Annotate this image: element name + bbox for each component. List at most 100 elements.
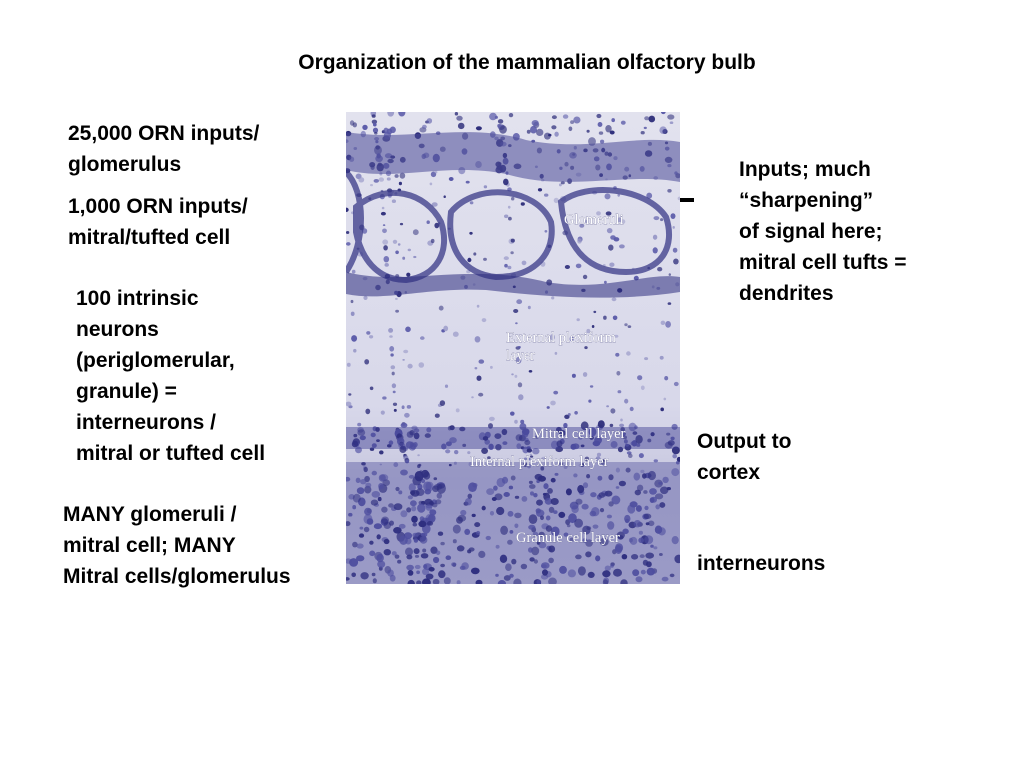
stained-cell bbox=[483, 185, 488, 189]
stained-cell bbox=[526, 448, 533, 453]
stained-cell bbox=[369, 386, 374, 391]
stained-cell bbox=[544, 497, 553, 505]
annotation-line: mitral cell tufts = bbox=[739, 251, 907, 274]
stained-cell bbox=[559, 565, 567, 574]
stained-cell bbox=[352, 122, 357, 128]
stained-cell bbox=[350, 299, 354, 304]
stained-cell bbox=[488, 423, 493, 429]
stained-cell bbox=[389, 574, 396, 582]
stained-cell bbox=[660, 407, 664, 412]
stained-cell bbox=[550, 477, 556, 483]
stained-cell bbox=[672, 226, 675, 229]
stained-cell bbox=[346, 476, 351, 482]
stained-cell bbox=[436, 492, 442, 499]
stained-cell bbox=[413, 548, 420, 555]
stained-cell bbox=[590, 492, 597, 498]
stained-cell bbox=[434, 222, 440, 229]
stained-cell bbox=[413, 428, 420, 433]
stained-cell bbox=[619, 244, 625, 249]
stained-cell bbox=[349, 558, 359, 567]
stained-cell bbox=[413, 442, 418, 448]
stained-cell bbox=[420, 553, 429, 559]
stained-cell bbox=[407, 570, 414, 576]
stained-cell bbox=[405, 547, 413, 556]
stained-cell bbox=[405, 326, 411, 333]
stained-cell bbox=[394, 174, 399, 178]
stained-cell bbox=[393, 408, 397, 412]
stained-cell bbox=[614, 545, 623, 554]
stained-cell bbox=[660, 218, 664, 222]
stained-cell bbox=[389, 346, 395, 352]
stained-cell bbox=[346, 362, 351, 367]
stained-cell bbox=[376, 534, 381, 540]
stained-cell bbox=[511, 373, 514, 376]
stained-cell bbox=[569, 537, 575, 542]
stained-cell bbox=[604, 565, 611, 571]
stained-cell bbox=[642, 559, 649, 566]
stained-cell bbox=[425, 514, 434, 523]
stained-cell bbox=[615, 467, 620, 473]
stained-cell bbox=[553, 197, 559, 204]
stained-cell bbox=[507, 265, 512, 270]
stained-cell bbox=[419, 536, 428, 544]
stained-cell bbox=[550, 498, 559, 505]
stained-cell bbox=[489, 112, 497, 121]
stained-cell bbox=[374, 131, 378, 135]
stained-cell bbox=[577, 485, 585, 494]
stained-cell bbox=[674, 554, 680, 564]
stained-cell bbox=[540, 466, 545, 471]
stained-cell bbox=[358, 533, 365, 538]
stained-cell bbox=[476, 375, 482, 381]
stained-cell bbox=[620, 579, 628, 584]
stained-cell bbox=[364, 507, 372, 516]
stained-cell bbox=[406, 554, 413, 560]
stained-cell bbox=[379, 463, 382, 466]
stained-cell bbox=[363, 526, 370, 533]
stained-cell bbox=[526, 129, 531, 134]
stained-cell bbox=[414, 564, 421, 570]
label-internal-plexiform-layer: Internal plexiform layer bbox=[470, 454, 609, 470]
stained-cell bbox=[536, 128, 544, 136]
stained-cell bbox=[636, 484, 644, 492]
stained-cell bbox=[668, 273, 671, 276]
stained-cell bbox=[398, 523, 406, 529]
stained-cell bbox=[548, 133, 552, 137]
stained-cell bbox=[616, 531, 625, 539]
stained-cell bbox=[620, 427, 625, 432]
stained-cell bbox=[559, 462, 564, 466]
stained-cell bbox=[621, 430, 626, 436]
stained-cell bbox=[582, 538, 588, 543]
stained-cell bbox=[438, 305, 444, 311]
stained-cell bbox=[666, 432, 671, 436]
stained-cell bbox=[662, 476, 669, 484]
stained-cell bbox=[490, 365, 493, 369]
stained-cell bbox=[643, 490, 648, 494]
stained-cell bbox=[607, 521, 615, 530]
stained-cell bbox=[373, 523, 382, 530]
stained-cell bbox=[582, 372, 588, 377]
stained-cell bbox=[493, 485, 498, 491]
stained-cell bbox=[388, 328, 394, 333]
stained-cell bbox=[615, 486, 620, 489]
stained-cell bbox=[635, 576, 643, 583]
stained-cell bbox=[510, 238, 515, 243]
stained-cell bbox=[431, 202, 438, 207]
stained-cell bbox=[620, 120, 626, 125]
stained-cell bbox=[507, 205, 511, 209]
stained-cell bbox=[520, 419, 525, 424]
stained-cell bbox=[606, 228, 613, 234]
stained-cell bbox=[406, 272, 411, 277]
stained-cell bbox=[501, 476, 509, 484]
stained-cell bbox=[400, 422, 408, 428]
stained-cell bbox=[501, 428, 508, 436]
stained-cell bbox=[422, 578, 431, 584]
stained-cell bbox=[478, 359, 485, 364]
stained-cell bbox=[408, 474, 415, 479]
stained-cell bbox=[568, 513, 577, 524]
stained-cell bbox=[530, 455, 534, 458]
stained-cell bbox=[378, 177, 384, 182]
stained-cell bbox=[417, 483, 423, 490]
stained-cell bbox=[609, 262, 615, 267]
stained-cell bbox=[580, 421, 589, 431]
stained-cell bbox=[564, 265, 570, 269]
